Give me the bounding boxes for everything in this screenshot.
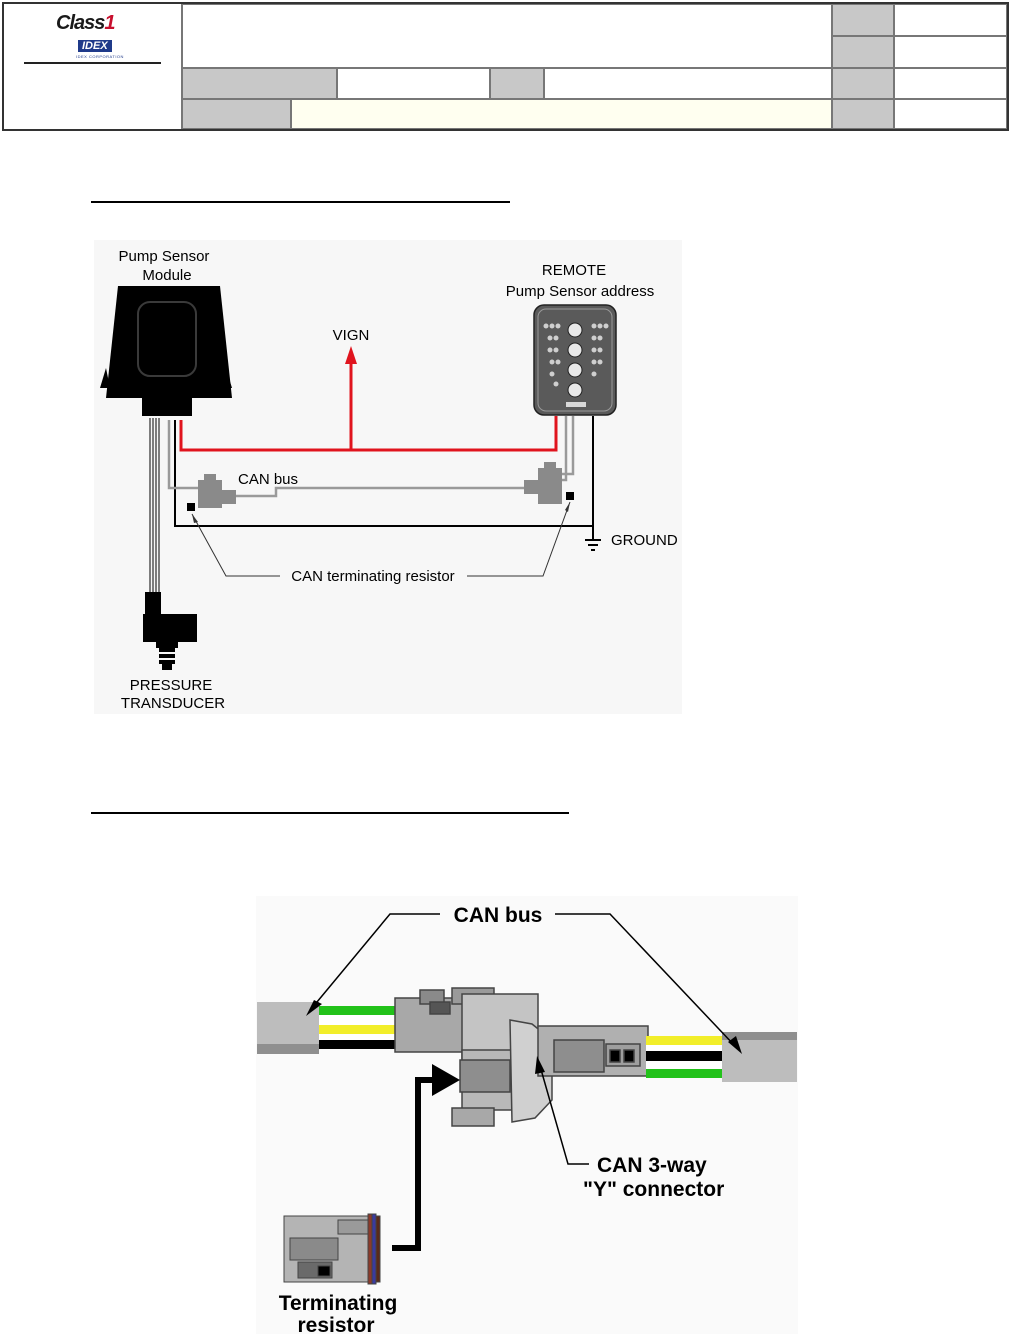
- pump-sensor-module-label-line2: Module: [142, 267, 191, 284]
- callout-arrow-icon: [535, 1056, 545, 1074]
- terminating-resistor-label-line2: resistor: [297, 1314, 374, 1337]
- can-bus-detail-label: CAN bus: [454, 904, 543, 927]
- can-y-connector-left: [198, 474, 236, 508]
- can-y-connector-right: [524, 462, 562, 504]
- callout-arrow-icon: [306, 1000, 322, 1016]
- vign-power-wire: [179, 362, 558, 452]
- pressure-transducer-label-line2: TRANSDUCER: [121, 695, 225, 712]
- vign-arrow-icon: [345, 346, 357, 364]
- header-label-cell: [832, 99, 894, 129]
- y-connector-callout-line: [539, 1065, 589, 1165]
- header-label-cell: [182, 99, 291, 129]
- can-terminating-resistor-label: CAN terminating resistor: [291, 568, 454, 585]
- pressure-transducer: [143, 592, 197, 670]
- section-heading-rule: [91, 201, 510, 203]
- vign-label: VIGN: [333, 327, 370, 344]
- can-3-way-y-connector: [394, 987, 649, 1127]
- remote-label-line1: REMOTE: [542, 262, 606, 279]
- header-value-cell: [544, 68, 832, 99]
- callout-arrow-icon: [565, 502, 570, 512]
- insert-arrow-icon: [432, 1064, 460, 1096]
- header-label-cell: [490, 68, 544, 99]
- callout-arrow-icon: [728, 1036, 742, 1054]
- logo-underline: [24, 62, 161, 64]
- terminating-resistor-callout-lines: [191, 501, 571, 577]
- remote-address-panel: [533, 304, 617, 416]
- transducer-harness: [149, 418, 160, 596]
- idex-caption: IDEX CORPORATION: [76, 54, 124, 59]
- pressure-transducer-label-line1: PRESSURE: [130, 677, 213, 694]
- logo-cell: Class1 IDEX IDEX CORPORATION: [4, 4, 182, 129]
- header-label-cell: [182, 68, 337, 99]
- header-value-cell: [291, 99, 832, 129]
- y-connector-label-line1: CAN 3-way: [597, 1154, 707, 1177]
- class1-logo: Class1: [56, 12, 116, 34]
- idex-logo: IDEX: [78, 40, 112, 52]
- can-bus-label: CAN bus: [238, 471, 298, 488]
- header-value-cell: [894, 4, 1007, 36]
- header-label-cell: [832, 68, 894, 99]
- resistor-insert-arrow: [392, 1077, 436, 1251]
- header-label-cell: [832, 36, 894, 68]
- terminating-resistor-plug: [283, 1213, 381, 1285]
- header-value-cell: [894, 99, 1007, 129]
- header-value-cell: [894, 36, 1007, 68]
- can-terminating-resistor-right: [566, 492, 574, 500]
- title-cell: [182, 4, 832, 68]
- right-can-wires: [646, 1036, 724, 1078]
- ground-wire: [174, 416, 601, 551]
- remote-label-line2: Pump Sensor address: [506, 283, 654, 300]
- header-value-cell: [894, 68, 1007, 99]
- header-label-cell: [832, 4, 894, 36]
- callout-arrow-icon: [192, 514, 198, 523]
- can-terminating-resistor-left: [187, 503, 195, 511]
- header-value-cell: [337, 68, 490, 99]
- pump-sensor-module-label-line1: Pump Sensor: [119, 248, 210, 265]
- section-heading-rule: [91, 812, 569, 814]
- y-connector-label-line2: "Y" connector: [583, 1178, 724, 1201]
- ground-label: GROUND: [611, 532, 678, 549]
- can-bus-callout-lines: [311, 913, 736, 1047]
- left-can-wires: [319, 1006, 397, 1049]
- pump-sensor-module: [100, 286, 232, 416]
- terminating-resistor-label-line1: Terminating: [279, 1292, 398, 1315]
- document-header-table: Class1 IDEX IDEX CORPORATION: [2, 2, 1009, 131]
